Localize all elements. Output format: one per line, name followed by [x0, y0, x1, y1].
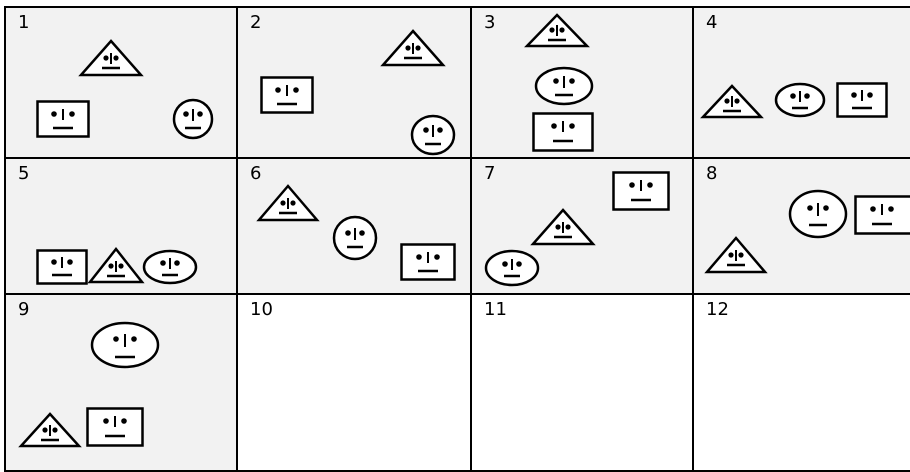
- panel-number: 11: [484, 301, 507, 319]
- triangle-face-icon: [380, 28, 446, 68]
- triangle-face-icon: [78, 38, 144, 78]
- panel-2: 2: [236, 6, 472, 159]
- rectangle-face-icon: [36, 249, 88, 285]
- panel-number: 4: [706, 14, 717, 32]
- circle-face-icon: [172, 98, 214, 140]
- panel-number: 3: [484, 14, 495, 32]
- panel-7: 7: [470, 157, 694, 295]
- panel-number: 5: [18, 165, 29, 183]
- triangle-face-icon: [700, 84, 764, 120]
- oval-face-icon: [774, 82, 826, 118]
- panel-number: 6: [250, 165, 261, 183]
- rectangle-face-icon: [260, 76, 314, 114]
- triangle-face-icon: [18, 411, 82, 449]
- panel-number: 10: [250, 301, 273, 319]
- oval-face-icon: [90, 321, 160, 369]
- rectangle-face-icon: [612, 171, 670, 211]
- rectangle-face-icon: [532, 112, 594, 152]
- triangle-face-icon: [524, 13, 590, 49]
- panel-1: 1: [4, 6, 238, 159]
- panel-number: 12: [706, 301, 729, 319]
- triangle-face-icon: [530, 207, 596, 247]
- panel-number: 1: [18, 14, 29, 32]
- rectangle-face-icon: [86, 407, 144, 447]
- panel-5: 5: [4, 157, 238, 295]
- panel-3: 3: [470, 6, 694, 159]
- triangle-face-icon: [256, 183, 320, 223]
- triangle-face-icon: [704, 235, 768, 275]
- circle-face-icon: [788, 189, 848, 239]
- rectangle-face-icon: [400, 243, 456, 281]
- panel-number: 8: [706, 165, 717, 183]
- panel-number: 2: [250, 14, 261, 32]
- oval-face-icon: [534, 66, 594, 106]
- panel-10: 10: [236, 293, 472, 472]
- panel-12: 12: [692, 293, 910, 472]
- panel-number: 9: [18, 301, 29, 319]
- panel-6: 6: [236, 157, 472, 295]
- oval-face-icon: [484, 249, 540, 287]
- circle-face-icon: [332, 215, 378, 261]
- rectangle-face-icon: [36, 100, 90, 138]
- panel-number: 7: [484, 165, 495, 183]
- panel-4: 4: [692, 6, 910, 159]
- oval-face-icon: [142, 249, 198, 285]
- triangle-face-icon: [88, 247, 144, 285]
- rectangle-face-icon: [836, 82, 888, 118]
- panel-11: 11: [470, 293, 694, 472]
- panel-8: 8: [692, 157, 910, 295]
- rectangle-face-icon: [854, 195, 910, 235]
- panel-9: 9: [4, 293, 238, 472]
- circle-face-icon: [410, 114, 456, 156]
